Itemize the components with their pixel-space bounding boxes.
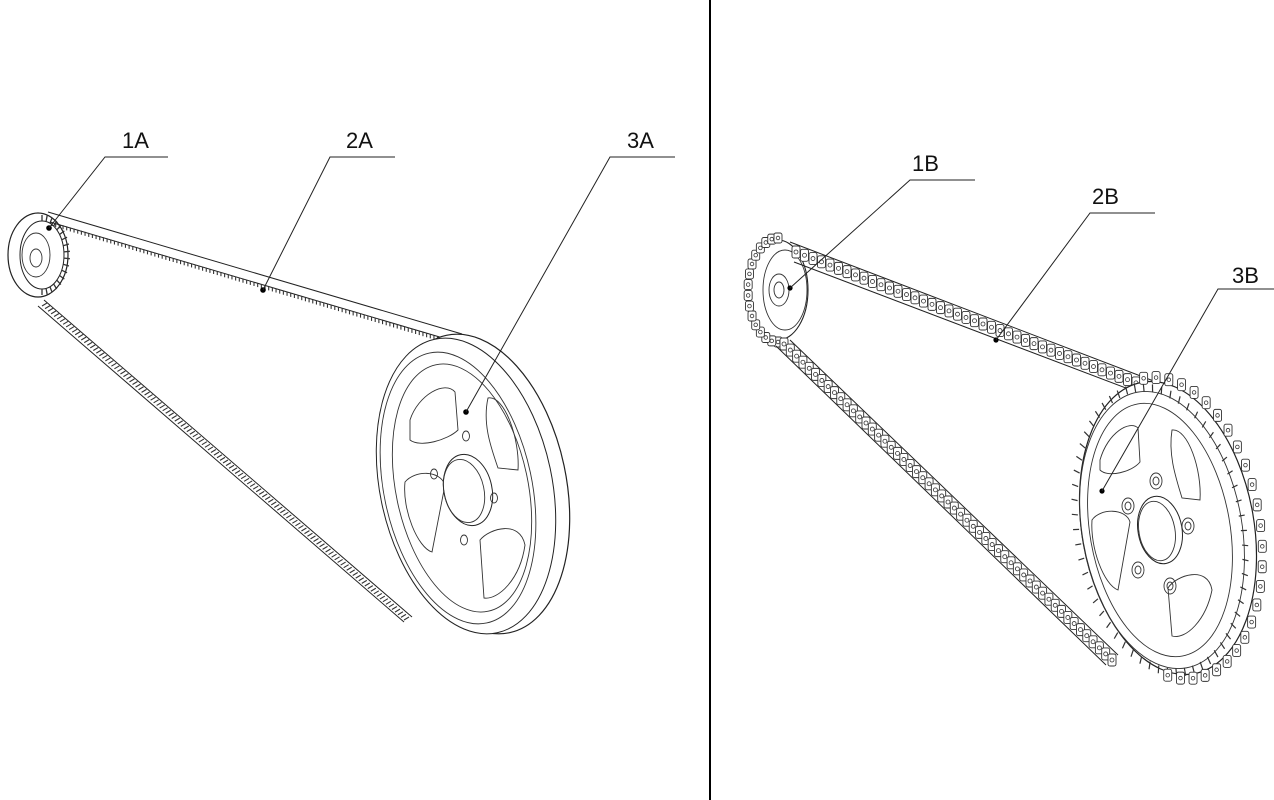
callout-label-3B: 3B bbox=[1232, 263, 1259, 288]
large-sprocket-chain-links bbox=[1139, 371, 1267, 685]
chain-drive-panel: 1B 2B 3B bbox=[743, 151, 1274, 685]
belt-drive-panel: 1A 2A 3A bbox=[7, 128, 675, 635]
callout-3B: 3B bbox=[1099, 263, 1274, 494]
small-pulley-teeth bbox=[41, 215, 70, 295]
sprocket-bolt-holes bbox=[1121, 472, 1195, 595]
callout-label-3A: 3A bbox=[627, 128, 654, 153]
large-sprocket bbox=[1071, 371, 1267, 685]
callout-label-1A: 1A bbox=[122, 128, 149, 153]
large-pulley bbox=[375, 333, 571, 635]
large-sprocket-teeth bbox=[1071, 383, 1249, 677]
small-pulley bbox=[7, 212, 70, 298]
chain-top-run bbox=[791, 245, 1175, 403]
callout-label-1B: 1B bbox=[912, 151, 939, 176]
callout-label-2A: 2A bbox=[346, 128, 373, 153]
callout-2A: 2A bbox=[260, 128, 395, 293]
callout-1B: 1B bbox=[787, 151, 975, 291]
callout-1A: 1A bbox=[46, 128, 168, 231]
callout-3A: 3A bbox=[463, 128, 675, 415]
belt-bottom-teeth bbox=[41, 302, 410, 621]
callout-2B: 2B bbox=[993, 184, 1155, 343]
chain-bottom-run bbox=[779, 337, 1117, 667]
small-sprocket bbox=[743, 232, 809, 348]
callout-label-2B: 2B bbox=[1092, 184, 1119, 209]
